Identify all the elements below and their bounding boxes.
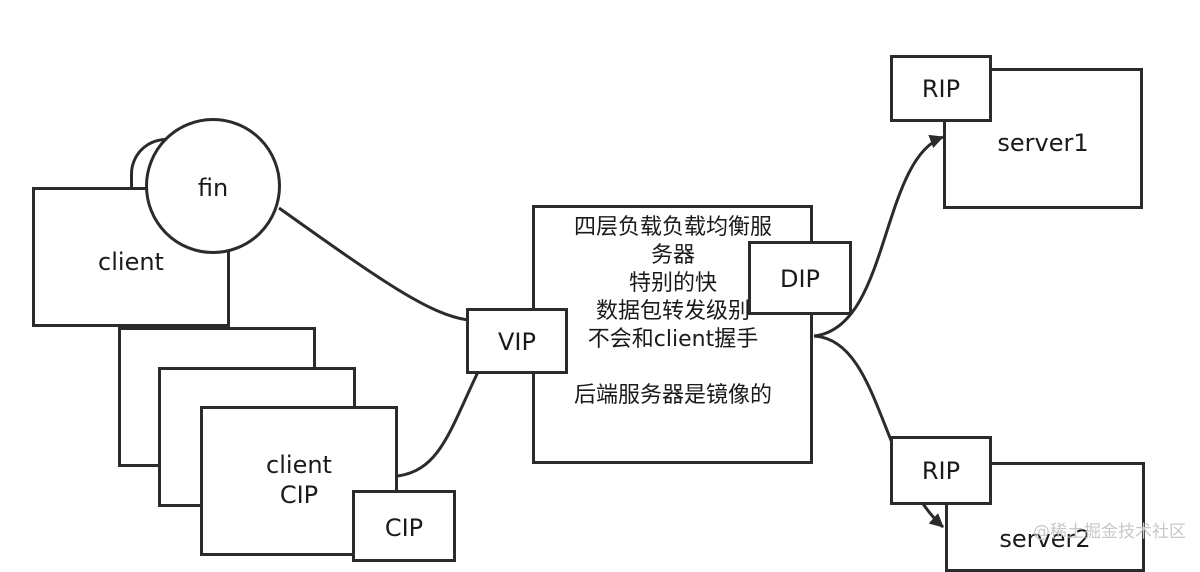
cip-label: CIP — [384, 514, 424, 542]
dip-label: DIP — [779, 265, 821, 293]
lb-line-blank — [534, 354, 812, 382]
client-front-label: client — [266, 451, 332, 479]
edge-lb-to-server1 — [813, 134, 944, 338]
server1-rip-box — [890, 55, 992, 122]
server1-rip-label: RIP — [921, 75, 961, 103]
client-front-cip-label: CIP — [279, 481, 319, 509]
vip-label: VIP — [498, 328, 536, 356]
edge-fin-to-vip — [278, 206, 469, 322]
lb-line-1: 四层负载负载均衡服 — [573, 215, 772, 240]
lb-line-2: 务器 — [650, 243, 695, 268]
lb-line-7: 后端服务器是镜像的 — [573, 383, 772, 408]
fin-label: fin — [197, 174, 229, 202]
server2-rip-label: RIP — [921, 457, 961, 485]
fin-circle — [145, 118, 281, 254]
server2-label: server2 — [999, 525, 1091, 553]
load-balancer-text: 四层负载负载均衡服 务器 特别的快 数据包转发级别 不会和client握手 后端… — [534, 214, 812, 410]
vip-box — [466, 308, 568, 374]
edge-client-to-vip — [397, 371, 480, 478]
lb-line-5: 不会和client握手 — [587, 327, 759, 352]
lb-line-4: 数据包转发级别 — [595, 299, 750, 324]
lb-line-3: 特别的快 — [628, 271, 717, 296]
server1-label: server1 — [997, 129, 1089, 157]
watermark: @稀土掘金技术社区 — [1033, 522, 1186, 542]
client-top-label: client — [98, 248, 164, 276]
dip-box — [748, 241, 852, 315]
server2-rip-box — [890, 436, 992, 505]
